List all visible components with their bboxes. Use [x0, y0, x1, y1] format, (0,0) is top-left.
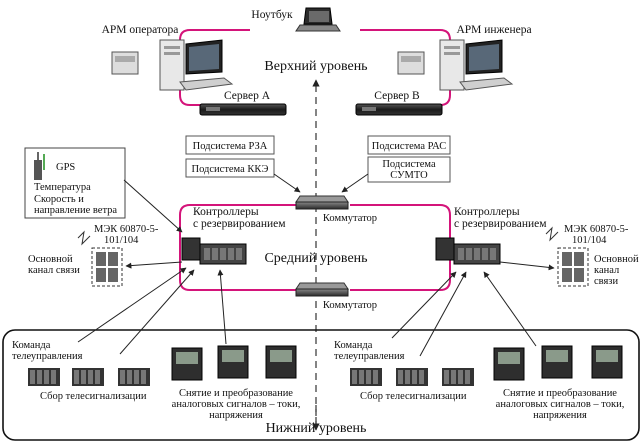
laptop-icon [295, 7, 341, 32]
bottom-right-analog-label-2: аналоговых сигналов – токи, [496, 399, 625, 410]
right-channel-label-3: связи [594, 276, 618, 287]
bottom-right-collect-label: Сбор телесигнализации [360, 391, 467, 402]
controllers-left-icon [181, 237, 247, 265]
upper-switch-icon [295, 195, 349, 210]
subsystem-ras-box: Подсистема РАС [367, 135, 451, 155]
wind-label-1: Скорость и [34, 194, 84, 205]
weather-station-box: GPS Температура Скорость и направление в… [24, 147, 126, 219]
operator-workstation-label: АРМ оператора [102, 24, 179, 36]
subsystem-ras-label: Подсистема РАС [372, 141, 446, 152]
bottom-left-meters-icon [171, 345, 297, 381]
controllers-left-label-2: с резервированием [193, 218, 286, 230]
bottom-right-io-modules-icon [350, 368, 474, 386]
bottom-level-frame [2, 329, 640, 441]
middle-level-label: Средний уровень [264, 251, 367, 266]
bottom-right-analog-label-3: напряжения [533, 410, 587, 421]
subsystem-sumto-box: Подсистема СУМТО [367, 156, 451, 183]
subsystem-rza-box: Подсистема РЗА [185, 135, 275, 155]
middle-level-loop [179, 204, 451, 291]
bottom-left-command-label-2: телеуправления [12, 351, 83, 362]
right-standard-label-1: МЭК 60870-5- [564, 224, 629, 235]
top-level-label: Верхний уровень [264, 59, 367, 74]
bottom-right-command-label-1: Команда [334, 340, 373, 351]
upper-switch-label: Коммутатор [323, 213, 377, 224]
left-standard-label-1: МЭК 60870-5- [94, 224, 159, 235]
subsystem-sumto-label-2: СУМТО [390, 170, 428, 181]
gps-label: GPS [56, 162, 75, 173]
subsystem-kke-label: Подсистема ККЭ [192, 164, 269, 175]
server-b-icon [355, 103, 443, 116]
left-channel-label-2: канал связи [28, 265, 80, 276]
right-standard-label-2: 101/104 [572, 235, 607, 246]
operator-workstation-icon [111, 39, 234, 91]
bottom-left-collect-label: Сбор телесигнализации [40, 391, 147, 402]
temperature-label: Температура [34, 182, 91, 193]
subsystem-sumto-label-1: Подсистема [382, 159, 436, 170]
controllers-left-label-1: Контроллеры [193, 206, 259, 218]
right-channel-label-2: канал [594, 265, 619, 276]
bottom-right-analog-label-1: Снятие и преобразование [503, 388, 617, 399]
lower-switch-icon [295, 282, 349, 297]
controllers-right-icon [435, 237, 501, 265]
subsystem-kke-box: Подсистема ККЭ [185, 158, 275, 178]
bottom-left-analog-label-3: напряжения [209, 410, 263, 421]
server-a-icon [199, 103, 287, 116]
subsystem-rza-label: Подсистема РЗА [193, 141, 268, 152]
right-modem-icon [557, 247, 589, 287]
engineer-workstation-icon [397, 39, 514, 91]
gps-antenna-icon [34, 152, 45, 180]
engineer-workstation-label: АРМ инженера [456, 24, 531, 36]
bottom-level-label: Нижний уровень [266, 421, 367, 436]
laptop-label: Ноутбук [251, 9, 293, 21]
bottom-right-command-label-2: телеуправления [334, 351, 405, 362]
left-channel-label-1: Основной [28, 254, 73, 265]
wind-label-2: направление ветра [34, 205, 117, 216]
right-channel-label-1: Основной [594, 254, 639, 265]
bottom-left-analog-label-1: Снятие и преобразование [179, 388, 293, 399]
server-b-label: Сервер В [374, 90, 420, 102]
controllers-right-label-2: с резервированием [454, 218, 547, 230]
left-modem-icon [91, 247, 123, 287]
left-standard-label-2: 101/104 [104, 235, 139, 246]
bottom-left-io-modules-icon [28, 368, 150, 386]
lower-switch-label: Коммутатор [323, 300, 377, 311]
bottom-left-analog-label-2: аналоговых сигналов – токи, [172, 399, 301, 410]
bottom-left-command-label-1: Команда [12, 340, 51, 351]
controllers-right-label-1: Контроллеры [454, 206, 520, 218]
server-a-label: Сервер А [224, 90, 271, 102]
bottom-right-meters-icon [493, 345, 623, 381]
